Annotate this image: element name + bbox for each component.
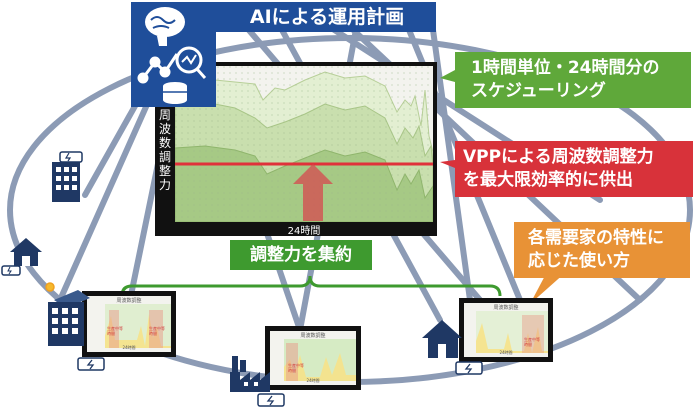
main-chart-area [175,66,433,222]
database-icon [163,82,187,104]
ai-icon-panel [131,2,216,107]
consumer-callout: 各需要家の特性に 応じた使い方 [514,222,690,278]
brain-icon [145,7,185,46]
house-icon [10,238,42,266]
mini-chart-right: 周波数調整 生産中等 時間 24時間 [459,298,553,362]
scheduling-callout: 1時間単位・24時間分の スケジューリング [455,52,691,108]
battery-icon [59,151,83,163]
ai-planning-title: AIによる運用計画 [249,6,405,28]
consumer-line-1: 各需要家の特性に [528,228,664,248]
scheduling-line-1: 1時間単位・24時間分の [471,58,660,78]
house-icon [422,320,462,358]
vpp-callout: VPPによる周波数調整力 を最大限効率的に供出 [455,141,693,197]
battery-icon [77,357,105,371]
mini-chart-label: 生産中等 時間 [288,363,304,373]
factory-icon [230,356,270,392]
vpp-line-2: を最大限効率的に供出 [463,170,633,190]
building-icon [52,162,80,202]
mini-chart-title: 周波数調整 [493,305,519,311]
scheduling-line-2: スケジューリング [471,81,606,101]
analytics-icon [137,46,207,84]
mini-chart-label: 生産中等 時間 [524,337,540,347]
mini-chart-title: 周波数調整 [300,333,326,339]
mini-chart-title: 周波数調整 [116,298,142,304]
sun-icon [45,282,55,292]
aggregation-label: 調整力を集約 [230,240,372,270]
mini-chart-label: 生産中等 時間 [149,326,165,336]
consumer-line-2: 応じた使い方 [528,251,630,271]
battery-icon [257,393,285,407]
mini-chart-center: 周波数調整 生産中等 時間 24時間 [265,326,361,390]
main-chart-y-label: 周波数調整力 [158,108,171,192]
battery-icon [455,361,483,375]
up-arrow [293,164,333,221]
solar-panel-icon [48,290,90,346]
vpp-line-1: VPPによる周波数調整力 [463,147,654,167]
mini-chart-left: 周波数調整 生産中等 時間 生産中等 時間 24時間 [82,291,176,357]
mini-chart-x-label: 24時間 [306,378,320,383]
mini-chart-x-label: 24時間 [122,345,136,350]
battery-icon [1,265,21,276]
main-chart-x-label: 24時間 [287,226,321,237]
mini-chart-x-label: 24時間 [499,350,513,355]
mini-chart-label: 生産中等 時間 [107,326,123,336]
